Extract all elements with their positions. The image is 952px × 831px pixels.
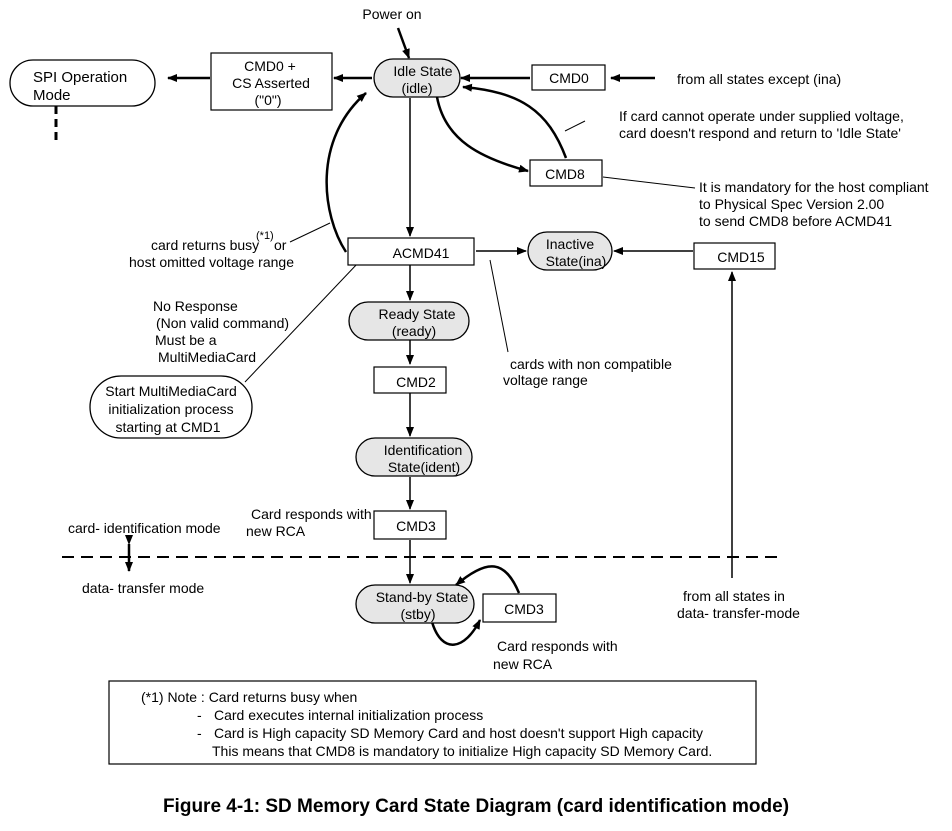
leader-non-compatible [489, 259, 509, 353]
state-stby-name: Stand-by State [376, 589, 469, 605]
rca-label-2-line1: Card responds with [497, 638, 618, 654]
state-inactive: Inactive State(ina) [527, 231, 613, 271]
rca-label-2-line2: new RCA [493, 656, 553, 672]
acmd41-label: ACMD41 [393, 245, 450, 261]
note-bullet-mark-2: - [197, 725, 202, 741]
from-transfer-line1: from all states in [683, 588, 785, 604]
mmc-line2: initialization process [108, 401, 233, 417]
busy-footnote-mark: (*1) [256, 230, 274, 242]
cmd0-label: CMD0 [549, 70, 589, 86]
leader-cannot-operate [564, 120, 586, 132]
cmd8-box: CMD8 [529, 159, 603, 187]
cmd2-box: CMD2 [373, 366, 447, 394]
cannot-operate-line1: If card cannot operate under supplied vo… [619, 108, 904, 124]
state-ready: Ready State (ready) [348, 301, 470, 341]
arrow-idle-to-cmd8 [435, 96, 529, 173]
figure-caption: Figure 4-1: SD Memory Card State Diagram… [163, 796, 789, 817]
cmd15-box: CMD15 [693, 242, 776, 270]
leader-no-response [244, 262, 359, 383]
footnote-box: (*1) Note : Card returns busy when - Car… [108, 680, 757, 765]
state-idle-name: Idle State [393, 63, 452, 79]
state-idle: Idle State (idle) [373, 58, 461, 98]
state-ident-name: Identification [384, 442, 463, 458]
note-bullet-2: Card is High capacity SD Memory Card and… [214, 725, 703, 741]
arrow-acmd41-to-idle [325, 92, 367, 253]
state-inactive-name: Inactive [546, 236, 594, 252]
arrow-stby-to-cmd3 [430, 619, 482, 646]
cmd0-cs-line2: CS Asserted [232, 75, 310, 91]
mandatory-line1: It is mandatory for the host compliant [699, 179, 929, 195]
from-transfer-line2: data- transfer-mode [677, 605, 800, 621]
state-idle-code: (idle) [401, 80, 432, 96]
power-on-label: Power on [362, 6, 421, 22]
arrow-power-on [396, 27, 411, 59]
cmd15-label: CMD15 [717, 249, 765, 265]
spi-operation-mode: SPI Operation Mode [9, 59, 156, 107]
cmd8-label: CMD8 [545, 166, 585, 182]
from-all-states-label: from all states except (ina) [677, 71, 841, 87]
state-ready-code: (ready) [392, 323, 436, 339]
no-response-line3: Must be a [155, 332, 217, 348]
no-response-line4: MultiMediaCard [158, 349, 256, 365]
leader-busy [289, 222, 331, 243]
note-title: (*1) Note : Card returns busy when [141, 689, 357, 705]
cmd2-label: CMD2 [396, 374, 436, 390]
non-compatible-line2: voltage range [503, 372, 588, 388]
mode-ident-label: card- identification mode [68, 520, 221, 536]
spi-mode-line1: SPI Operation [33, 69, 127, 86]
state-stby-code: (stby) [401, 606, 436, 622]
spi-mode-line2: Mode [33, 87, 71, 104]
mandatory-line2: to Physical Spec Version 2.00 [699, 196, 884, 212]
busy-line2: host omitted voltage range [129, 254, 294, 270]
cmd3-standby-label: CMD3 [504, 601, 544, 617]
note-bullet-1: Card executes internal initialization pr… [214, 707, 483, 723]
cmd3-label: CMD3 [396, 518, 436, 534]
no-response-line1: No Response [153, 298, 238, 314]
state-inactive-code: State(ina) [546, 253, 607, 269]
cmd0-cs-line3: ("0") [254, 92, 281, 108]
state-identification: Identification State(ident) [355, 437, 473, 477]
cmd0-box: CMD0 [531, 64, 606, 91]
mmc-init-process: Start MultiMediaCard initialization proc… [89, 375, 253, 439]
state-standby: Stand-by State (stby) [355, 584, 475, 624]
leader-mandatory [602, 176, 696, 189]
cmd0-cs-line1: CMD0 + [244, 58, 296, 74]
busy-or: or [274, 237, 287, 253]
state-ident-code: State(ident) [388, 459, 460, 475]
cmd0-cs-box: CMD0 + CS Asserted ("0") [210, 52, 333, 111]
acmd41-box: ACMD41 [347, 237, 475, 266]
no-response-line2: (Non valid command) [156, 315, 289, 331]
arrow-cmd3-to-stby-loop [455, 565, 521, 594]
state-ready-name: Ready State [378, 306, 455, 322]
mandatory-line3: to send CMD8 before ACMD41 [699, 213, 892, 229]
arrows [54, 27, 778, 646]
cmd3-box: CMD3 [373, 510, 447, 540]
cannot-operate-line2: card doesn't respond and return to 'Idle… [619, 125, 901, 141]
mode-transfer-label: data- transfer mode [82, 580, 204, 596]
note-bullet-mark-1: - [197, 707, 202, 723]
note-bullet-2-cont: This means that CMD8 is mandatory to ini… [212, 743, 712, 759]
rca-label-1-line1: Card responds with [251, 506, 372, 522]
cmd3-standby-box: CMD3 [482, 593, 557, 623]
busy-line1: card returns busy [151, 237, 259, 253]
mmc-line1: Start MultiMediaCard [105, 383, 237, 399]
arrow-cmd8-to-idle [462, 83, 568, 159]
non-compatible-line1: cards with non compatible [510, 356, 672, 372]
rca-label-1-line2: new RCA [246, 523, 306, 539]
mmc-line3: starting at CMD1 [115, 419, 220, 435]
